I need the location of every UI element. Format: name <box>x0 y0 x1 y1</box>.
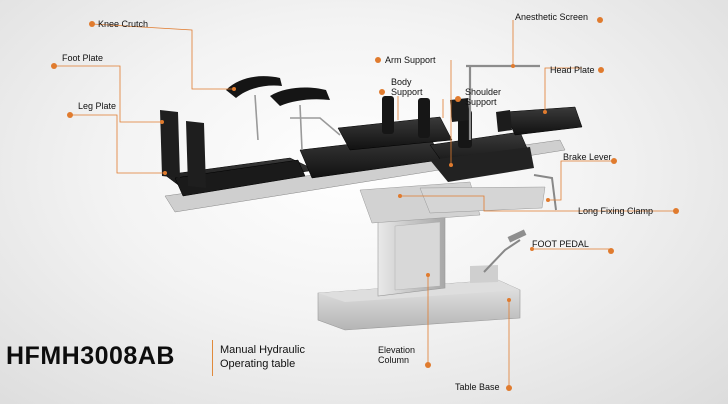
label-foot-plate: Foot Plate <box>62 53 104 63</box>
product-description: Manual Hydraulic Operating table <box>220 343 330 371</box>
leader-dots <box>51 17 679 391</box>
label-table-base: Table Base <box>455 382 500 392</box>
label-brake-lever: Brake Lever <box>563 152 612 162</box>
label-elevation-column-line1: Elevation <box>378 345 416 355</box>
label-knee-crutch: Knee Crutch <box>98 19 149 29</box>
knee-crutch-shapes <box>226 76 330 106</box>
label-shoulder-support-line2: Support <box>465 97 497 107</box>
label-long-fixing-clamp: Long Fixing Clamp <box>578 206 654 216</box>
label-elevation-column: Elevation Column <box>378 345 415 365</box>
label-elevation-column-line2: Column <box>378 355 410 365</box>
leader-lines <box>54 20 674 386</box>
label-shoulder-support-line1: Shoulder <box>465 87 502 97</box>
product-description-line2: Operating table <box>220 358 296 370</box>
label-foot-pedal: FOOT PEDAL <box>532 239 589 249</box>
leg-plate-shapes <box>160 110 206 188</box>
model-number: HFMH3008AB <box>6 342 175 370</box>
separator-line <box>212 340 213 376</box>
label-body-support-line2: Support <box>391 87 423 97</box>
label-arm-support: Arm Support <box>385 55 436 65</box>
label-body-support: Body Support <box>391 77 423 97</box>
label-head-plate: Head Plate <box>550 65 595 75</box>
label-anesthetic-screen: Anesthetic Screen <box>515 12 589 22</box>
label-shoulder-support: Shoulder Support <box>465 87 501 107</box>
table-base-shape <box>317 265 521 331</box>
label-leg-plate: Leg Plate <box>78 101 117 111</box>
label-body-support-line1: Body <box>391 77 412 87</box>
elevation-column-shape <box>359 181 481 297</box>
product-description-line1: Manual Hydraulic <box>220 344 305 356</box>
